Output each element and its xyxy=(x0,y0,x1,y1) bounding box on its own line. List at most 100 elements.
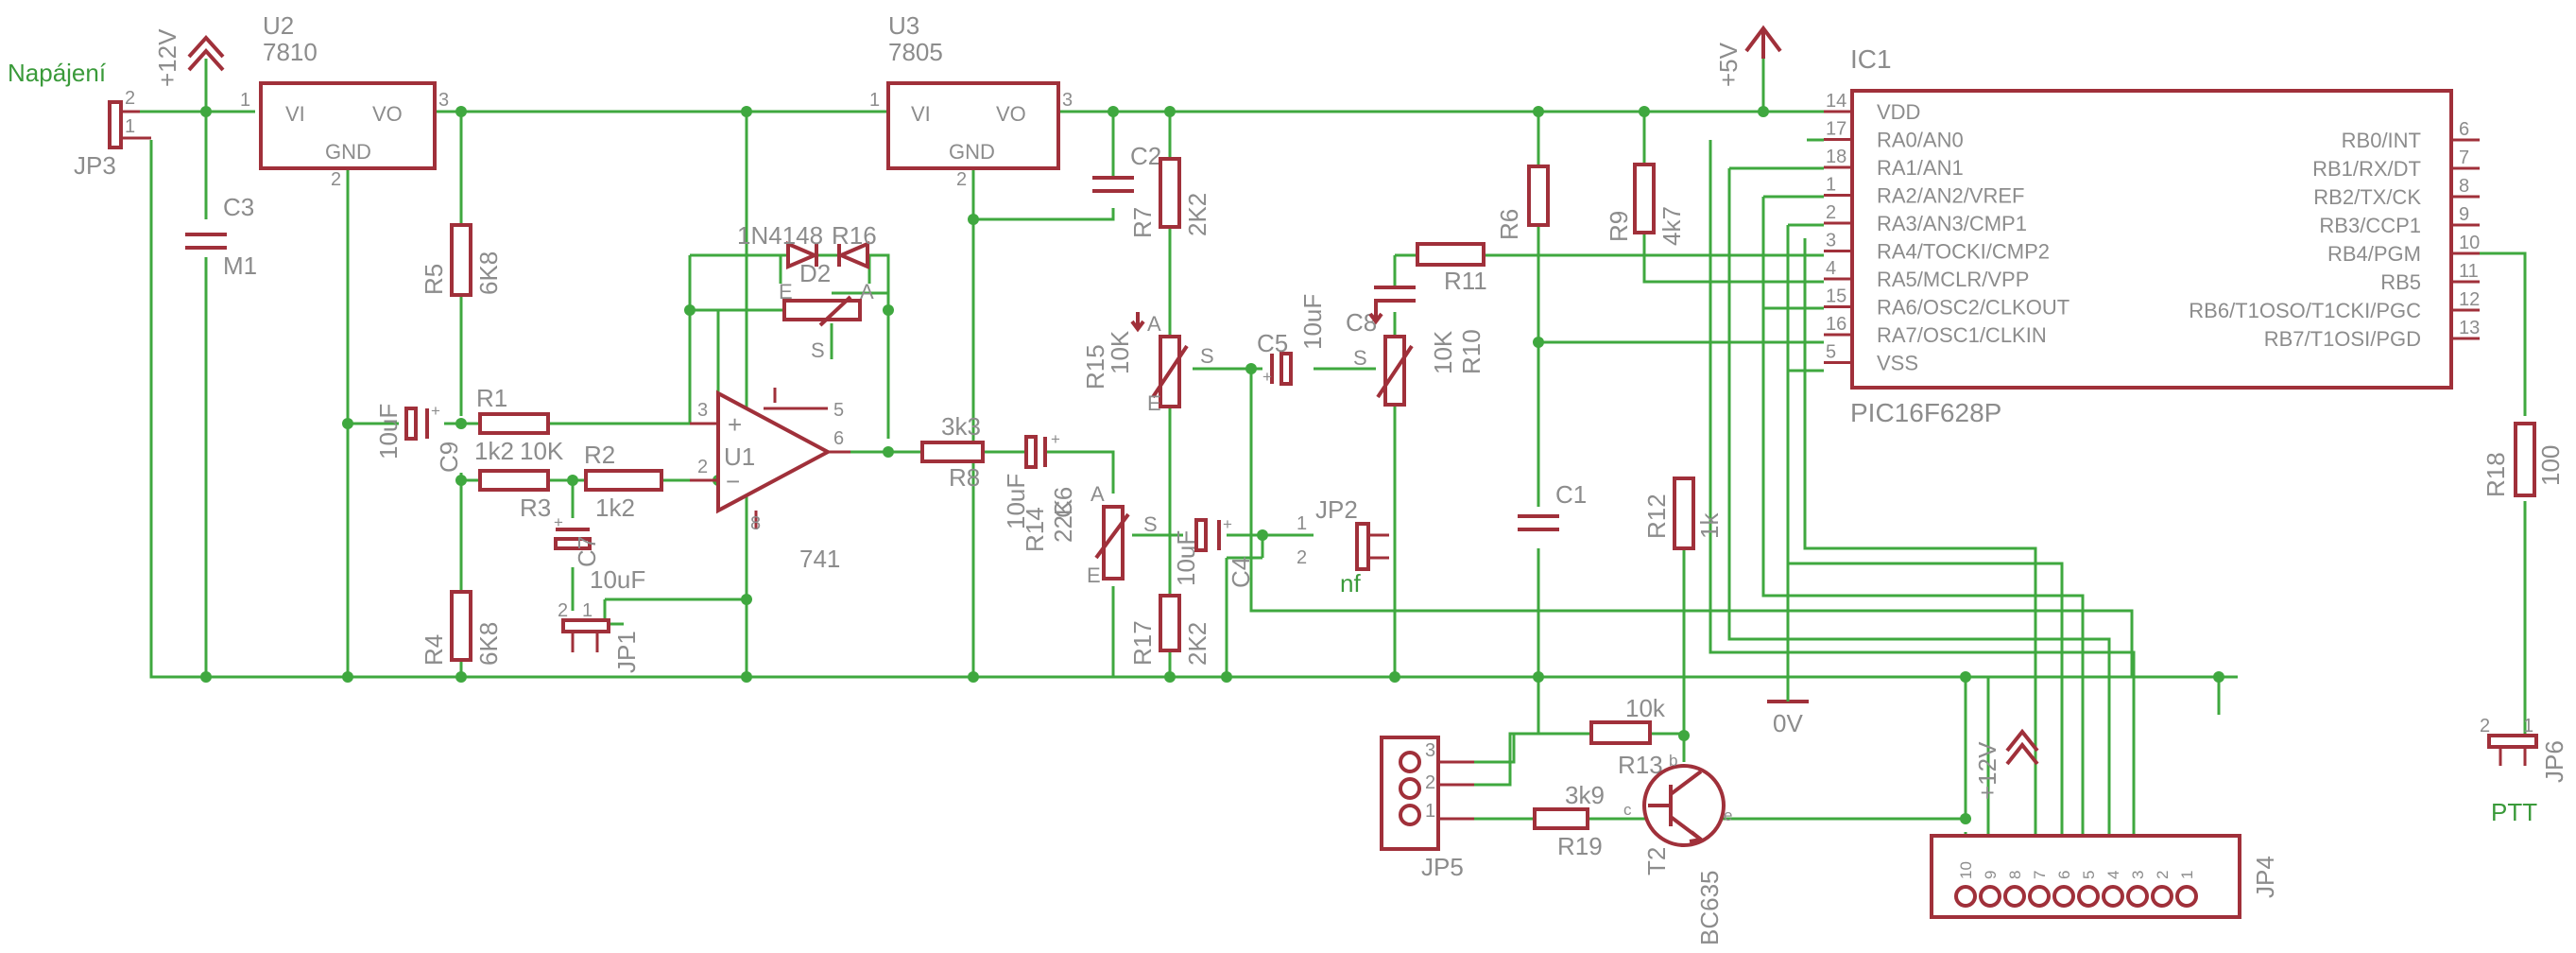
svg-text:C5: C5 xyxy=(1257,329,1288,357)
pin-number: 10 xyxy=(2459,233,2480,253)
svg-text:+: + xyxy=(728,410,742,439)
pin-label: RA0/AN0 xyxy=(1877,129,1964,152)
svg-text:3: 3 xyxy=(697,400,708,421)
c7-capacitor: + C7 10uF xyxy=(554,513,645,594)
pin-number: 14 xyxy=(1826,91,1846,112)
net-label-gnd: 0V xyxy=(1773,709,1803,737)
svg-text:R1: R1 xyxy=(476,384,507,412)
c3-capacitor: C3 M1 xyxy=(185,193,257,280)
jp4-pin-5: 5 xyxy=(2077,871,2100,908)
svg-text:C3: C3 xyxy=(223,193,254,221)
svg-text:+: + xyxy=(554,513,563,531)
svg-text:7810: 7810 xyxy=(263,38,318,66)
r6-resistor: R6 xyxy=(1495,165,1550,240)
pin-number: 6 xyxy=(2459,119,2469,140)
pin-label: RA6/OSC2/CLKOUT xyxy=(1877,296,2069,320)
svg-text:JP4: JP4 xyxy=(2251,856,2279,898)
pin-number: 3 xyxy=(2129,871,2147,879)
svg-text:6K8: 6K8 xyxy=(474,622,503,666)
svg-text:10uF: 10uF xyxy=(374,404,403,459)
svg-text:PIC16F628P: PIC16F628P xyxy=(1850,398,2001,427)
jp4-pin-4: 4 xyxy=(2102,871,2124,908)
svg-text:U2: U2 xyxy=(263,11,294,40)
pin-number: 7 xyxy=(2031,871,2049,879)
pin-label: RA4/TOCKI/CMP2 xyxy=(1877,240,2050,264)
svg-text:+: + xyxy=(431,402,440,420)
pin-label: RB2/TX/CK xyxy=(2313,185,2421,209)
pin-label: RB6/T1OSO/T1CKI/PGC xyxy=(2189,299,2421,322)
svg-text:S: S xyxy=(1200,344,1214,368)
r7-resistor: R7 2K2 xyxy=(1128,157,1211,238)
r3-resistor: 10K R3 xyxy=(478,437,564,522)
svg-text:R10: R10 xyxy=(1457,329,1485,374)
svg-text:VI: VI xyxy=(285,102,305,126)
svg-text:D2: D2 xyxy=(799,259,831,287)
svg-text:1: 1 xyxy=(1297,513,1307,534)
svg-text:BC635: BC635 xyxy=(1695,871,1724,946)
pin-number: 8 xyxy=(2459,176,2469,197)
svg-text:GND: GND xyxy=(325,140,371,164)
svg-text:10uF: 10uF xyxy=(1298,294,1327,350)
svg-text:R3: R3 xyxy=(520,494,551,522)
svg-text:1k2: 1k2 xyxy=(474,437,514,465)
svg-text:2: 2 xyxy=(558,600,568,621)
u1-opamp: + − U1 741 3 2 6 5 8 xyxy=(690,388,850,573)
pin-number: 2 xyxy=(2154,871,2172,879)
jp4-pin-6: 6 xyxy=(2052,871,2075,908)
svg-text:A: A xyxy=(1091,482,1105,506)
svg-text:GND: GND xyxy=(949,140,995,164)
svg-text:R13: R13 xyxy=(1618,751,1663,779)
ic1-pin-left-17: 17 RA0/AN0 xyxy=(1824,119,1964,152)
svg-text:1: 1 xyxy=(2523,716,2533,736)
pin-number: 10 xyxy=(1957,861,1975,879)
svg-text:3k9: 3k9 xyxy=(1565,781,1605,809)
pin-number: 15 xyxy=(1826,286,1846,307)
svg-text:10K: 10K xyxy=(1429,330,1457,374)
svg-text:6: 6 xyxy=(833,428,844,449)
jp3-connector: 2 1 JP3 xyxy=(74,88,151,180)
pin-label: RA3/AN3/CMP1 xyxy=(1877,212,2027,235)
ic1-microcontroller: IC1 PIC16F628P xyxy=(1850,44,2453,427)
jp4-pin-8: 8 xyxy=(2003,871,2026,908)
jp4-pin-1: 1 xyxy=(2175,871,2198,908)
net-label-plus5v: +5V xyxy=(1714,42,1743,87)
net-label-ptt: PTT xyxy=(2491,798,2537,826)
svg-text:2K2: 2K2 xyxy=(1183,622,1211,666)
svg-text:U1: U1 xyxy=(724,442,755,471)
svg-text:+: + xyxy=(1051,430,1060,448)
net-label-plus12v-jp4: +12V xyxy=(1973,741,2001,800)
svg-text:741: 741 xyxy=(799,545,840,573)
svg-text:M1: M1 xyxy=(223,251,257,280)
svg-text:−: − xyxy=(726,467,740,495)
svg-text:R18: R18 xyxy=(2482,452,2510,497)
svg-text:S: S xyxy=(1353,346,1367,370)
pin-number: 5 xyxy=(1826,342,1836,363)
pin-number: 5 xyxy=(2080,871,2098,879)
svg-text:1: 1 xyxy=(869,90,880,111)
ic1-pin-left-15: 15 RA6/OSC2/CLKOUT xyxy=(1824,286,2069,320)
svg-text:C6: C6 xyxy=(1049,487,1077,518)
svg-text:2: 2 xyxy=(1297,547,1307,568)
svg-text:R9: R9 xyxy=(1605,211,1633,242)
svg-text:VO: VO xyxy=(996,102,1026,126)
d2-diode-pair: 1N4148 R16 D2 xyxy=(737,221,877,287)
svg-text:2: 2 xyxy=(125,88,135,109)
svg-text:1: 1 xyxy=(582,600,592,621)
jp2-connector: 1 2 JP2 xyxy=(1297,495,1389,571)
pin-label: RB7/T1OSI/PGD xyxy=(2264,327,2421,351)
svg-text:3: 3 xyxy=(1062,90,1073,111)
svg-text:C7: C7 xyxy=(573,536,601,567)
jp4-pin-2: 2 xyxy=(2151,871,2173,908)
r8-resistor: 3k3 R8 xyxy=(920,412,985,492)
supply-arrow-icon xyxy=(187,35,225,72)
svg-text:2: 2 xyxy=(331,169,341,190)
svg-text:R11: R11 xyxy=(1444,267,1487,295)
jp3-name: JP3 xyxy=(74,151,116,180)
c8-capacitor: C8 xyxy=(1346,286,1416,337)
pin-number: 17 xyxy=(1826,119,1846,140)
pin-number: 4 xyxy=(2104,871,2122,879)
